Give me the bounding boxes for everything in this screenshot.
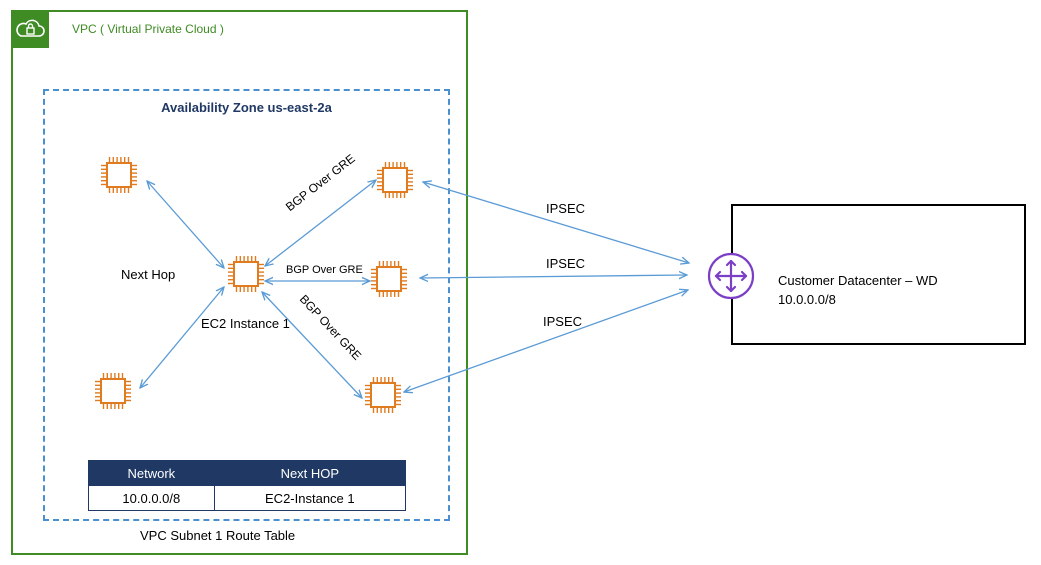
edge-ipsec-bottom — [404, 290, 688, 392]
ec2-chip-icon — [369, 259, 409, 299]
ec2-chip-icon — [363, 375, 403, 415]
ec2-chip-icon — [375, 160, 415, 200]
route-table-header-network: Network — [88, 460, 215, 486]
vpc-lock-cloud-icon — [11, 10, 49, 48]
vpc-container — [11, 10, 468, 555]
route-table-caption: VPC Subnet 1 Route Table — [140, 528, 296, 543]
route-network-cell: 10.0.0.0/8 — [88, 485, 215, 511]
datacenter-cidr: 10.0.0.0/8 — [778, 292, 836, 307]
route-table-header-next-hop: Next HOP — [213, 460, 407, 486]
router-icon — [706, 251, 756, 301]
ec2-chip-icon — [99, 155, 139, 195]
ec2-chip-icon — [93, 371, 133, 411]
ipsec-bottom-label: IPSEC — [543, 314, 583, 329]
ipsec-middle-label: IPSEC — [546, 256, 586, 271]
availability-zone-title: Availability Zone us-east-2a — [161, 100, 332, 115]
edge-ipsec-top — [423, 182, 689, 263]
edge-next-hop-bottom — [140, 287, 224, 388]
route-next-hop-cell: EC2-Instance 1 — [213, 485, 407, 511]
vpc-title: VPC ( Virtual Private Cloud ) — [72, 22, 224, 36]
next-hop-label: Next Hop — [121, 267, 176, 282]
edge-bgp-top — [265, 180, 376, 266]
edge-bgp-bottom — [262, 292, 362, 398]
route-table: Network Next HOP 10.0.0.0/8 EC2-Instance… — [88, 460, 407, 511]
datacenter-name: Customer Datacenter – WD — [778, 273, 938, 288]
table-row: 10.0.0.0/8 EC2-Instance 1 — [88, 485, 407, 511]
edge-next-hop-top — [147, 181, 224, 268]
bgp-middle-label: BGP Over GRE — [286, 264, 363, 276]
ipsec-top-label: IPSEC — [546, 201, 586, 216]
ec2-instance-1-label: EC2 Instance 1 — [201, 316, 290, 331]
ec2-chip-icon — [226, 254, 266, 294]
edge-ipsec-middle — [420, 275, 687, 278]
